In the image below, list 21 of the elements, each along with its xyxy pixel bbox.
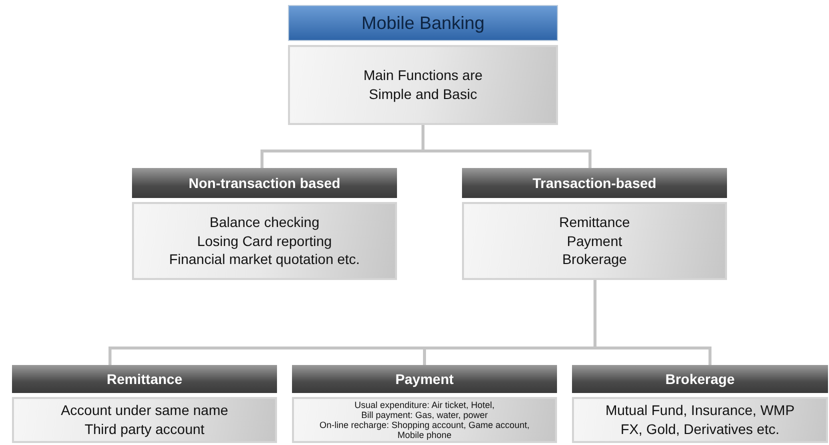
- box-header: Remittance: [12, 365, 277, 393]
- box-header: Payment: [292, 365, 557, 393]
- item-text: Mutual Fund, Insurance, WMP: [605, 401, 795, 420]
- item-text: Payment: [566, 232, 622, 250]
- item-text: Account under same name: [60, 401, 228, 420]
- box-header: Transaction-based: [462, 168, 727, 198]
- item-text: Bill payment: Gas, water, power: [361, 410, 488, 420]
- item-text: Losing Card reporting: [197, 232, 332, 250]
- box-header: Mobile Banking: [288, 5, 558, 41]
- item-text: FX, Gold, Derivatives etc.: [620, 420, 780, 439]
- item-text: Third party account: [84, 420, 204, 439]
- item-text: On-line recharge: Shopping account, Game account, Mobile phone: [318, 420, 531, 440]
- box-header: Non-transaction based: [132, 168, 397, 198]
- item-text: Usual expenditure: Air ticket, Hotel,: [354, 400, 495, 410]
- item-text: Financial market quotation etc.: [169, 250, 360, 270]
- item-text: Main Functions are Simple and Basic: [362, 66, 484, 104]
- item-text: Remittance: [559, 212, 630, 232]
- box-header: Brokerage: [572, 365, 828, 393]
- item-text: Brokerage: [562, 250, 627, 270]
- item-text: Balance checking: [210, 212, 320, 232]
- connector-line: [594, 280, 712, 365]
